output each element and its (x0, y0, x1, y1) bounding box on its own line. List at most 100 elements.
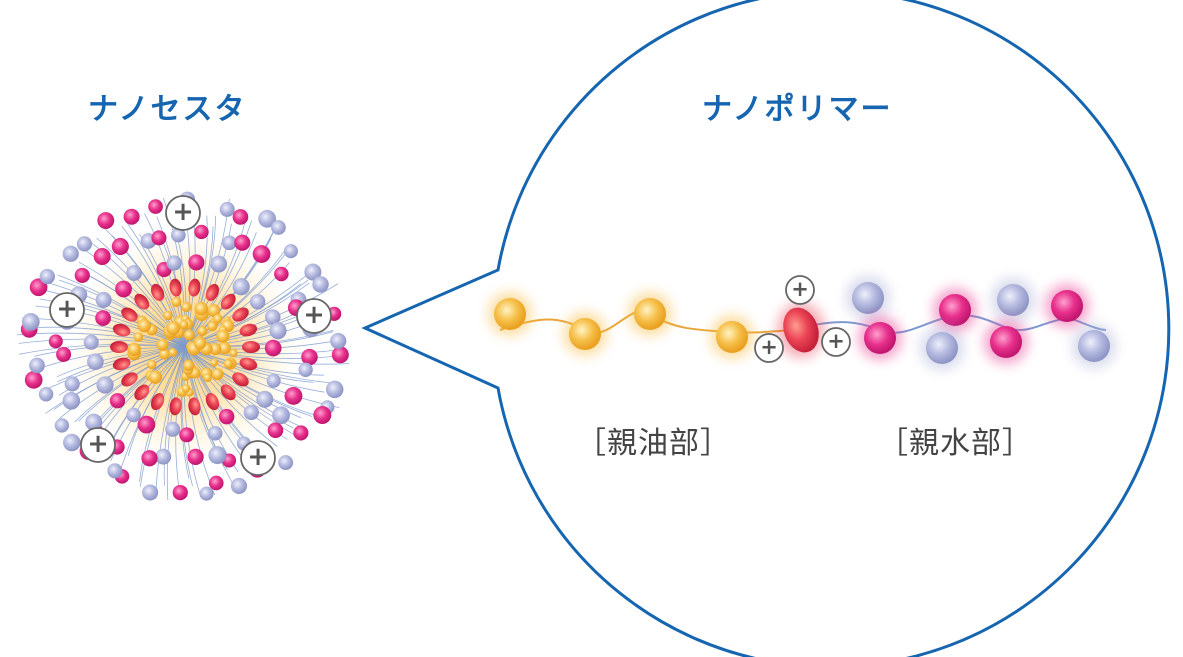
oil-core (110, 278, 260, 416)
lavender-head-bead (142, 484, 159, 501)
lavender-head-bead (64, 376, 80, 392)
lavender-head-bead (304, 263, 322, 281)
oil-bead (193, 336, 207, 350)
oil-bead (133, 332, 144, 342)
cluster-charge-icon: + (80, 427, 116, 463)
oil-bead (179, 320, 189, 330)
polymer-charge-icon: + (754, 333, 784, 363)
lavender-head-bead (269, 322, 287, 340)
lavender-head-bead (258, 209, 276, 228)
oil-bead (137, 318, 151, 333)
magenta-head-bead (188, 254, 205, 271)
magenta-head-bead (194, 224, 209, 240)
lipophilic-label: ［親油部］ (576, 426, 731, 461)
magenta-head-bead (274, 266, 289, 282)
lavender-head-bead (21, 313, 40, 331)
lavender-head-bead (266, 373, 281, 388)
lavender-head-bead (38, 387, 54, 402)
lavender-hydrophilic-bead (991, 278, 1035, 322)
magenta-head-bead (109, 393, 126, 409)
cluster-charge-icon: + (49, 292, 85, 328)
cluster-charge-icon: + (296, 298, 332, 334)
lavender-head-bead (207, 425, 223, 441)
svg-text:+: + (303, 300, 324, 330)
lavender-head-bead (272, 406, 290, 425)
lavender-head-bead (126, 407, 141, 423)
anchor-bead (232, 372, 249, 387)
oil-bead (216, 329, 230, 343)
magenta-head-bead (267, 422, 284, 439)
lavender-head-bead (256, 390, 274, 408)
lavender-head-bead (271, 220, 286, 235)
oil-bead (148, 370, 163, 384)
anchor-bead (220, 384, 236, 401)
polymer-charges: +++ (754, 275, 851, 363)
svg-text:+: + (827, 329, 845, 353)
magenta-head-bead (95, 310, 111, 326)
lipophilic-bead (488, 292, 532, 336)
lavender-head-bead (62, 392, 81, 410)
magenta-head-bead (111, 237, 129, 256)
anchor-bead (205, 393, 220, 411)
anchor-bead (150, 283, 165, 301)
magnify-bubble (361, 0, 1171, 657)
oil-bead (207, 321, 218, 332)
magenta-head-bead (187, 448, 204, 466)
magenta-head-bead (151, 230, 167, 246)
oil-bead (203, 373, 212, 382)
lipophilic-bead (563, 312, 607, 356)
nanopolymer-title: ナノポリマー (702, 92, 893, 127)
anchor-bead (134, 293, 150, 310)
anchor-bead (205, 283, 220, 301)
oil-bead (207, 304, 221, 317)
lavender-head-bead (62, 245, 79, 262)
anchor-bead (220, 293, 236, 310)
anchor-bead (112, 357, 131, 371)
svg-text:+: + (247, 442, 268, 472)
oil-bead (211, 368, 224, 381)
magenta-head-bead (179, 427, 195, 443)
magenta-head-bead (252, 245, 271, 263)
lavender-head-bead (155, 448, 172, 465)
lavender-head-bead (222, 235, 237, 251)
lavender-head-bead (83, 334, 99, 350)
cluster-charge-icon: + (240, 440, 276, 476)
oil-bead (127, 342, 141, 356)
lavender-head-bead (312, 276, 329, 293)
nanocesta-title: ナノセスタ (88, 92, 247, 127)
lavender-hydrophilic-bead (1072, 324, 1116, 368)
anchor-bead (150, 393, 165, 411)
cluster-charge-icon: + (165, 195, 201, 231)
oil-bead (183, 359, 195, 371)
magenta-head-bead (137, 415, 156, 434)
magenta-head-bead (284, 386, 303, 405)
lavender-head-bead (63, 433, 81, 452)
magenta-head-bead (301, 348, 318, 366)
lavender-head-bead (170, 227, 186, 243)
magenta-head-bead (208, 475, 224, 491)
lavender-head-bead (29, 357, 45, 374)
magenta-head-bead (331, 346, 349, 364)
magenta-hydrophilic-bead (1045, 284, 1089, 328)
polymer-charge-icon: + (821, 327, 851, 357)
anchor-bead (110, 341, 128, 353)
anchor-bead (121, 307, 138, 322)
oil-bead (213, 313, 223, 324)
magenta-head-bead (56, 346, 72, 362)
magenta-head-bead (93, 248, 111, 265)
anchor-bead (112, 323, 131, 337)
lavender-head-bead (325, 380, 344, 399)
anchor-bead (232, 307, 249, 322)
anchor-bead (777, 302, 825, 358)
oil-bead (171, 296, 182, 307)
oil-bead (194, 301, 208, 316)
lavender-head-bead (95, 291, 112, 308)
magenta-head-bead (115, 280, 132, 298)
lavender-head-bead (243, 404, 259, 421)
anchor-bead (134, 384, 150, 401)
oil-bead (163, 310, 173, 321)
magenta-head-bead (293, 425, 309, 441)
magenta-hydrophilic-bead (984, 320, 1028, 364)
oil-bead (147, 359, 157, 370)
oil-bead (168, 347, 178, 357)
